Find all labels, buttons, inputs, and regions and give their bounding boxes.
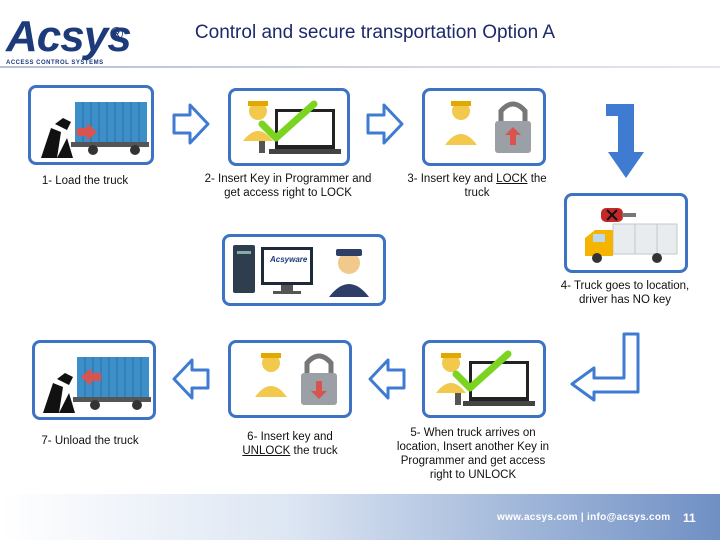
panel-acsyware-software: [222, 234, 386, 306]
arrow-left-1: [368, 358, 406, 400]
step-7-label: 7- Unload the truck: [41, 435, 139, 447]
panel-unload-truck: [32, 340, 156, 420]
step-3-label: 3- Insert key and LOCK the truck: [402, 172, 552, 200]
step-5-label: 5- When truck arrives on location, Inser…: [396, 427, 550, 481]
page-number: 11: [683, 511, 696, 525]
arrow-left-2: [172, 358, 210, 400]
step-3-text-pre: 3- Insert key and: [407, 173, 497, 185]
step-6-label: 6- Insert key and UNLOCK the truck: [226, 430, 354, 458]
checkmark-icon-2: [452, 350, 512, 392]
step-3-text-post: the truck: [464, 173, 547, 199]
panel-truck-transit: [564, 193, 688, 273]
step-1-label: 1- Load the truck: [41, 175, 129, 187]
checkmark-icon: [258, 100, 318, 142]
logo-tagline: ACCESS CONTROL SYSTEMS: [6, 60, 104, 66]
panel-unlock-truck: [228, 340, 352, 418]
panel-lock-truck: [422, 88, 546, 166]
truck-loading-illustration: [41, 102, 149, 158]
delivery-truck-illustration: [585, 208, 678, 263]
step-4-label: 4- Truck goes to location, driver has NO…: [560, 280, 690, 306]
logo-registered-mark: ®: [110, 24, 124, 44]
panel-load-truck: [28, 85, 154, 165]
arrow-elbow-down: [606, 104, 644, 178]
software-guard-illustration: [233, 245, 369, 297]
unlock-illustration: [255, 353, 337, 405]
step-6-text-unlock: UNLOCK: [242, 445, 291, 457]
footer-bar: [0, 494, 720, 540]
arrow-right-2: [366, 103, 404, 145]
step-2-label: 2- Insert Key in Programmer and get acce…: [204, 173, 372, 199]
acsyware-label: Acsyware: [270, 255, 308, 264]
slide-title: Control and secure transportation Option…: [194, 22, 556, 43]
arrow-elbow-left: [570, 332, 640, 402]
step-6-text-pre: 6- Insert key and: [247, 431, 333, 443]
step-3-text-lock: LOCK: [496, 173, 528, 185]
logo-wordmark: Acsys: [6, 12, 132, 61]
lock-illustration: [445, 101, 531, 153]
truck-unloading-illustration: [43, 357, 151, 413]
arrow-right-1: [172, 103, 210, 145]
footer-contact: www.acsys.com | info@acsys.com: [497, 512, 671, 523]
step-6-text-post: the truck: [290, 445, 338, 457]
header-divider: [0, 66, 720, 68]
